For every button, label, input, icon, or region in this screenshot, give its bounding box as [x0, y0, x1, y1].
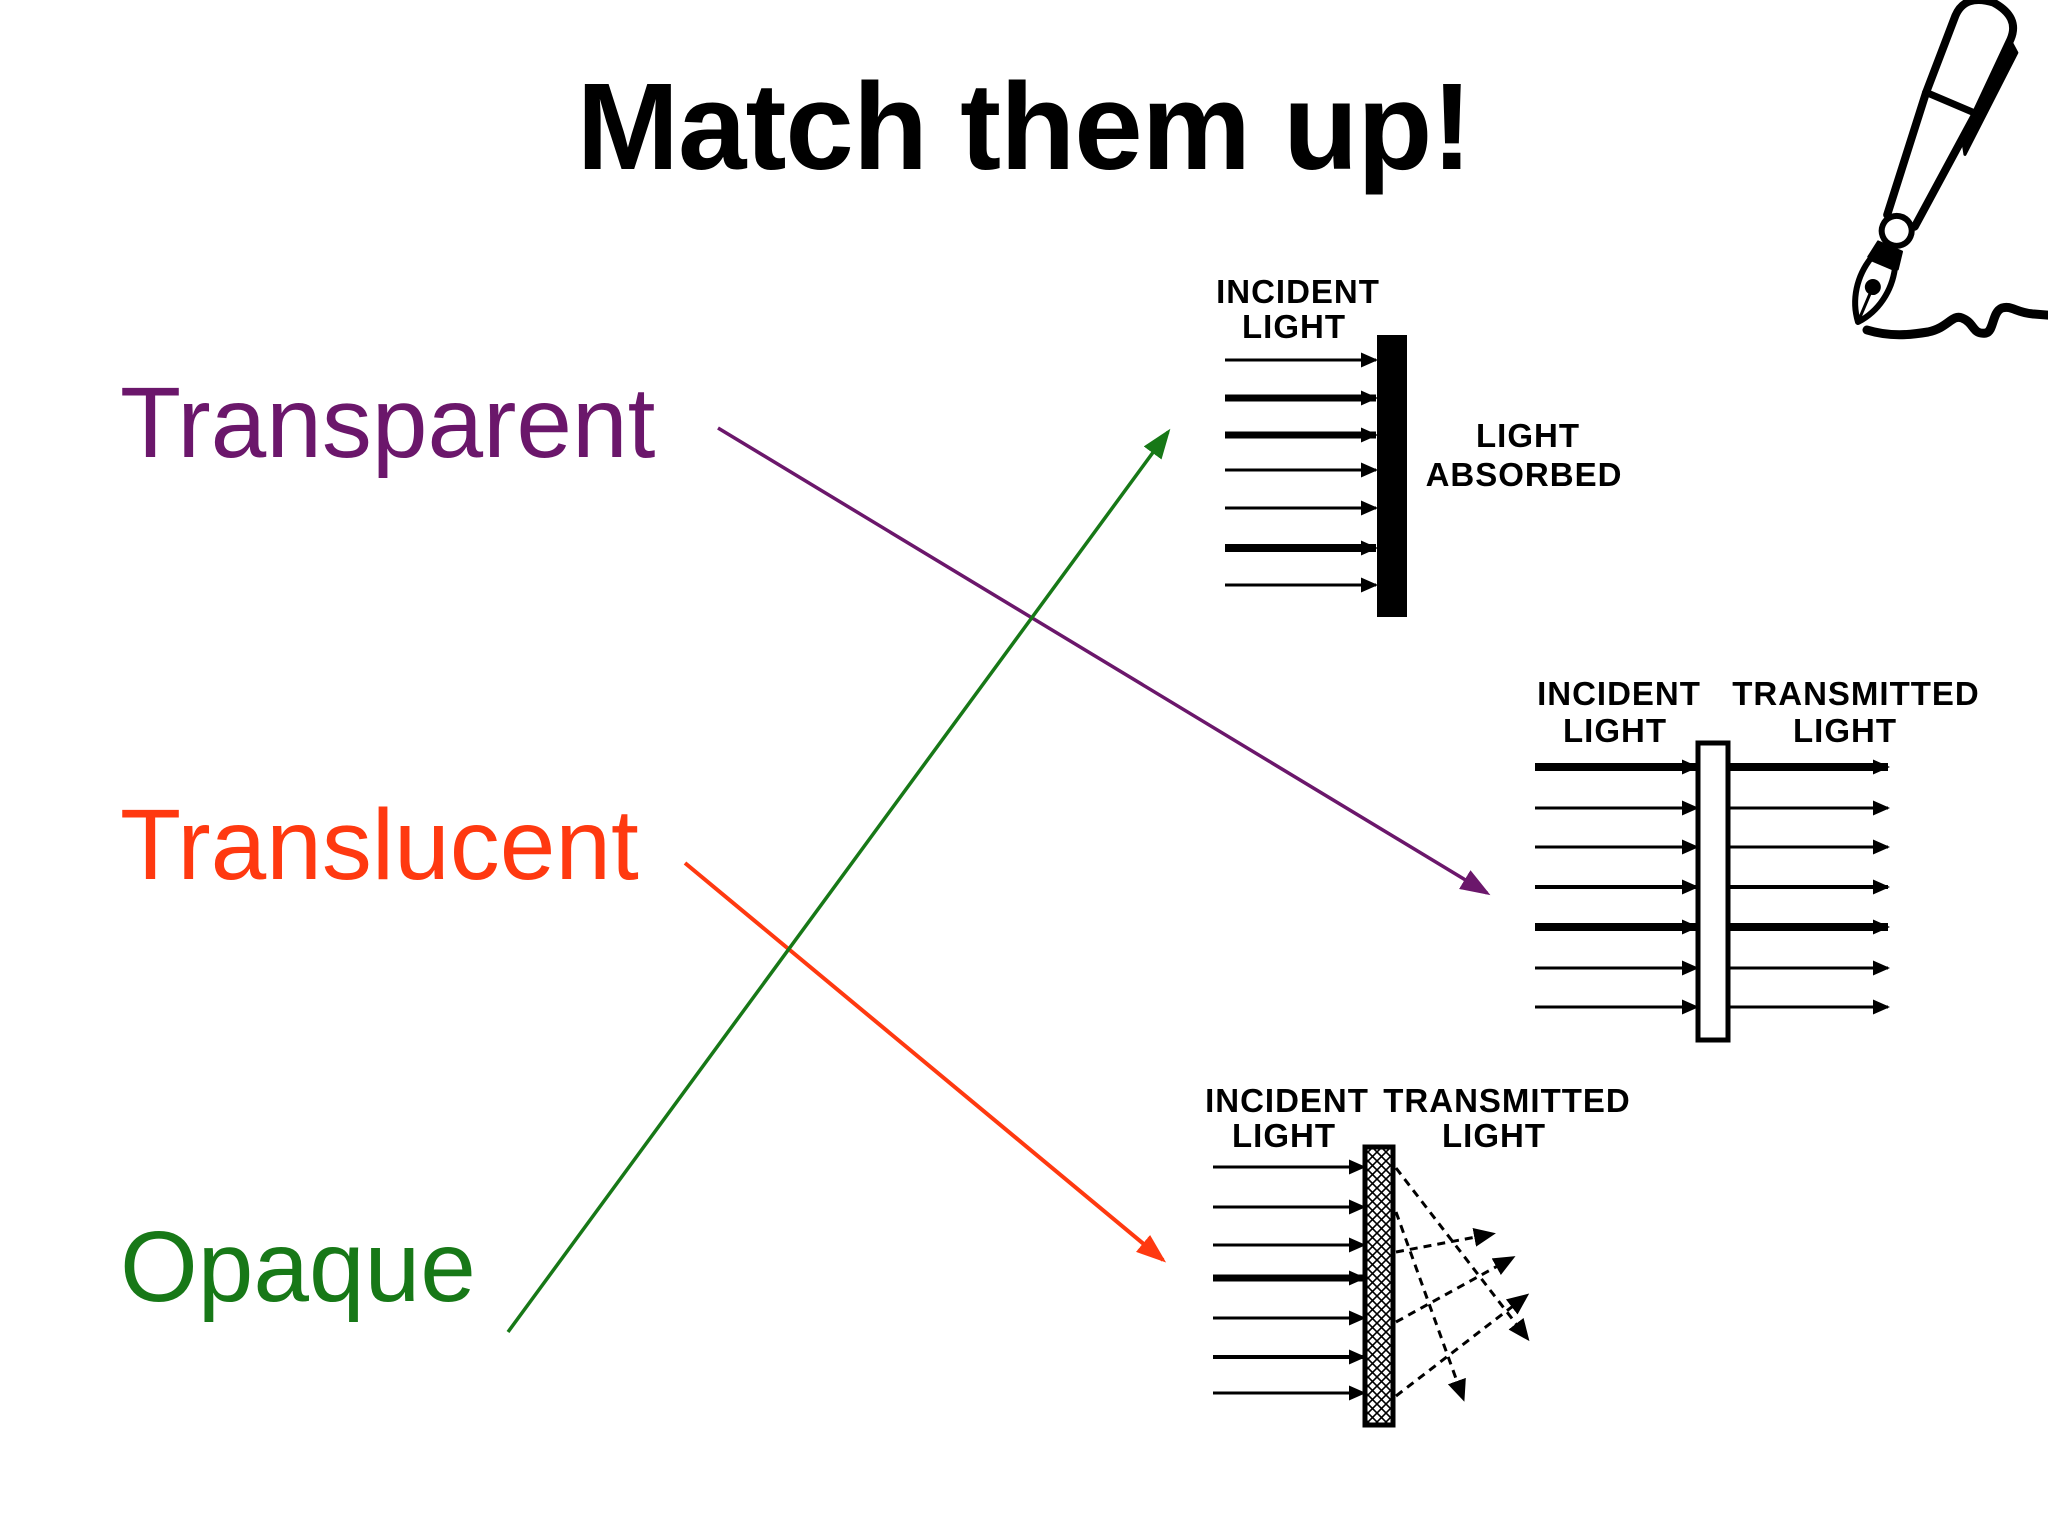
transmitted-result-label-line2: LIGHT [1793, 712, 1897, 749]
absorbed-incident-label-line2: LIGHT [1242, 308, 1346, 345]
connector-transparent-arrow [717, 426, 1491, 896]
transmitted-incident-label-line1: INCIDENT [1537, 675, 1701, 712]
connector-translucent-arrow [683, 861, 1167, 1263]
term-opaque: Opaque [120, 1211, 476, 1323]
absorbed-incident-rays [1225, 352, 1378, 593]
transmitted-incident-label-line2: LIGHT [1563, 712, 1667, 749]
light-scattered-diagram: INCIDENT LIGHT TRANSMITTED LIGHT [1205, 1082, 1630, 1428]
light-absorbed-diagram: INCIDENT LIGHT LIGHT ABSORBED [1216, 273, 1623, 617]
absorbed-result-label-line1: LIGHT [1476, 417, 1580, 454]
connector-opaque-arrow [506, 428, 1171, 1334]
opaque-material-bar [1377, 335, 1407, 617]
transmitted-incident-rays [1535, 759, 1699, 1015]
match-connectors [506, 426, 1491, 1334]
pen-scribble-line [1862, 302, 2048, 340]
scattered-exit-rays [1394, 1167, 1530, 1402]
translucent-material-bar [1362, 1144, 1396, 1428]
fountain-pen-icon [1852, 0, 2048, 340]
term-translucent: Translucent [120, 789, 639, 901]
transparent-material-bar [1695, 740, 1731, 1043]
scattered-result-label-line2: LIGHT [1442, 1117, 1546, 1154]
scattered-incident-rays [1213, 1159, 1366, 1401]
term-transparent: Transparent [120, 367, 656, 479]
absorbed-result-label-line2: ABSORBED [1426, 456, 1623, 493]
scattered-incident-label-line2: LIGHT [1232, 1117, 1336, 1154]
light-transmitted-diagram: INCIDENT LIGHT TRANSMITTED LIGHT [1535, 675, 1979, 1043]
transmitted-result-label-line1: TRANSMITTED [1732, 675, 1979, 712]
scattered-result-label-line1: TRANSMITTED [1383, 1082, 1630, 1119]
absorbed-incident-label-line1: INCIDENT [1216, 273, 1380, 310]
transmitted-exit-rays [1730, 759, 1890, 1015]
slide-title: Match them up! [576, 59, 1473, 196]
scattered-incident-label-line1: INCIDENT [1205, 1082, 1369, 1119]
